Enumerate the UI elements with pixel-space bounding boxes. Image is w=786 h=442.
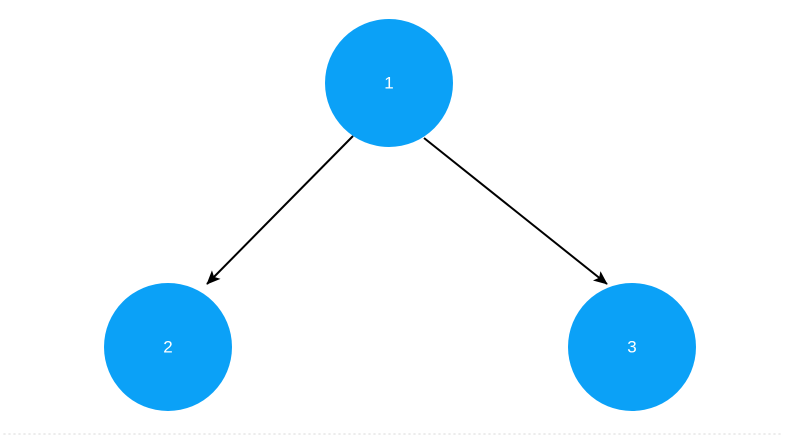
- node-3-label: 3: [627, 338, 636, 357]
- node-2-circle[interactable]: [104, 283, 232, 411]
- edge-1-to-2[interactable]: [206, 135, 354, 285]
- edge-group: [206, 135, 608, 285]
- edge-1-to-3[interactable]: [423, 137, 608, 285]
- node-1-circle[interactable]: [325, 19, 453, 147]
- node-2-label: 2: [163, 338, 172, 357]
- node-1[interactable]: 1: [325, 19, 453, 147]
- node-2[interactable]: 2: [104, 283, 232, 411]
- node-group: 1 2 3: [104, 19, 696, 411]
- node-3[interactable]: 3: [568, 283, 696, 411]
- node-3-circle[interactable]: [568, 283, 696, 411]
- node-1-label: 1: [384, 74, 393, 93]
